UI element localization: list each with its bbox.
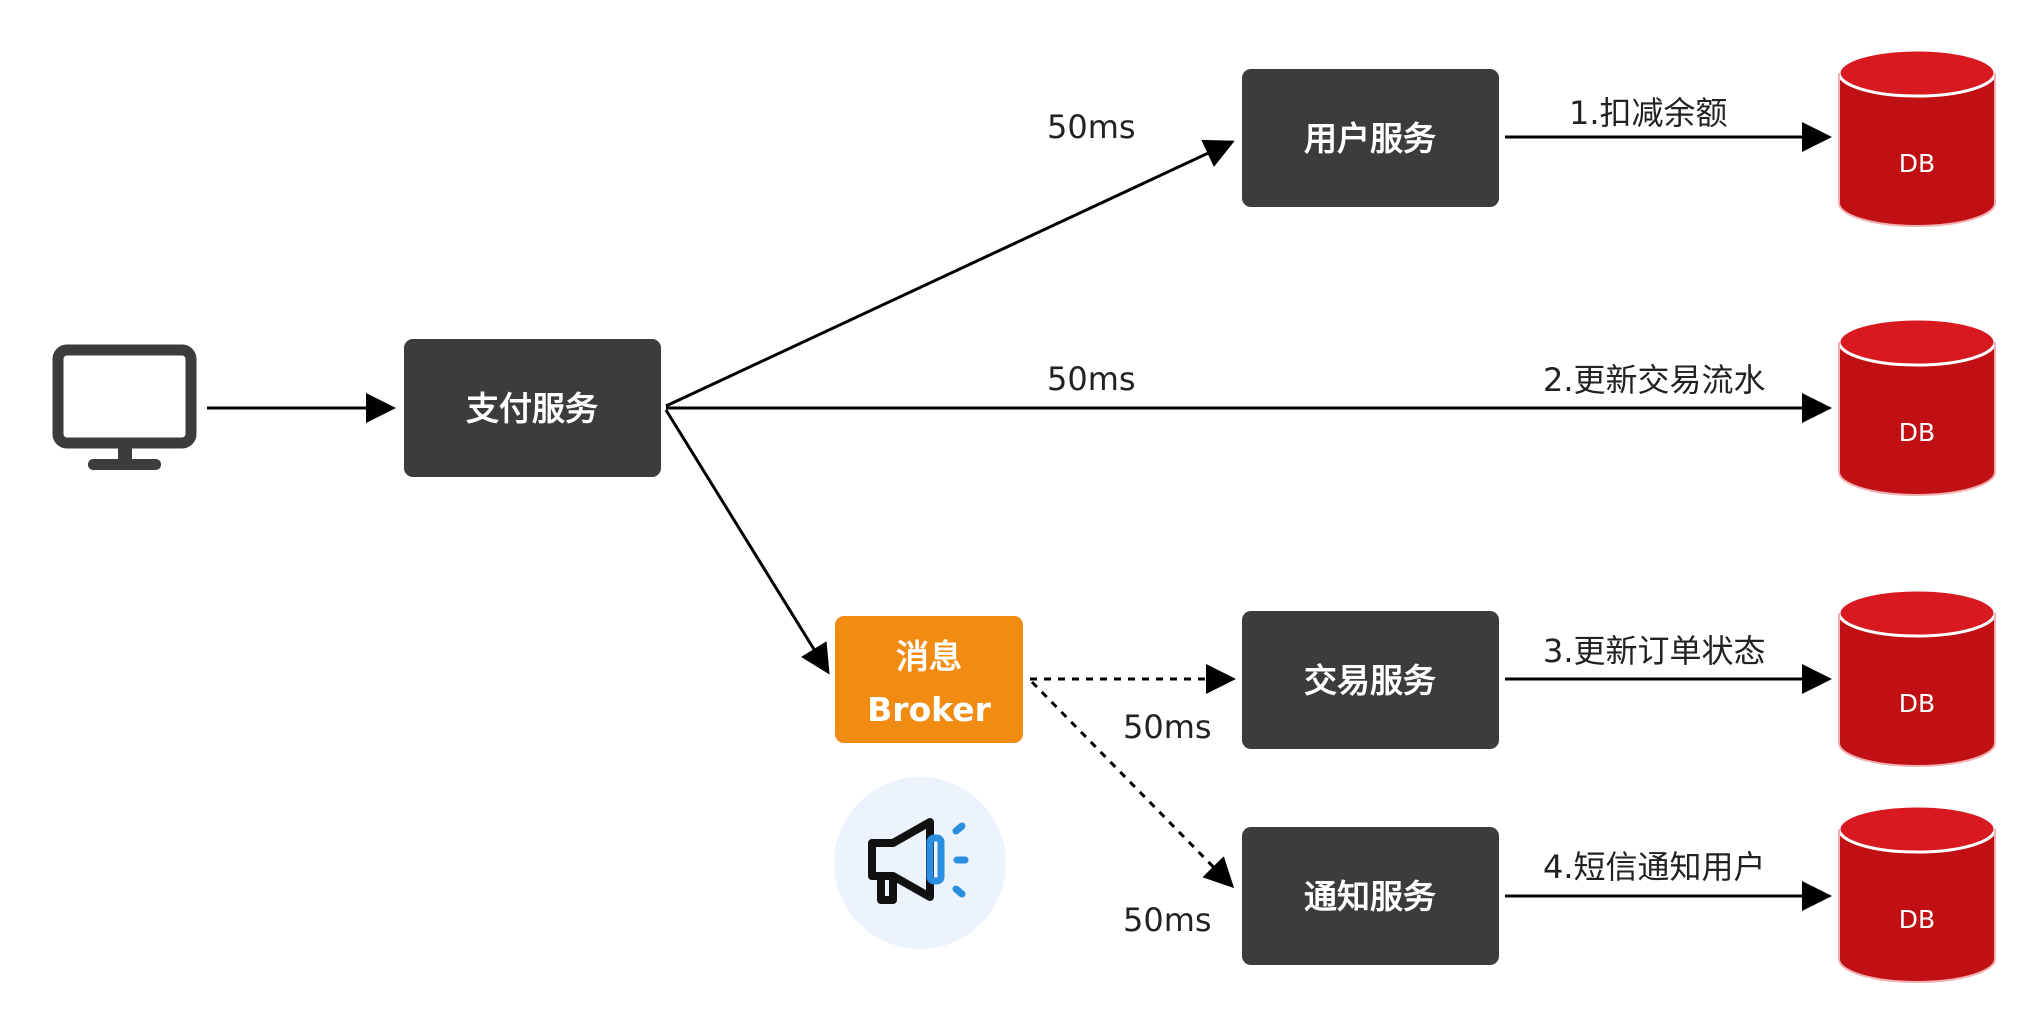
db-label: DB	[1899, 905, 1935, 934]
edge-payment-user	[665, 139, 1235, 408]
payment-service-label: 支付服务	[466, 389, 598, 428]
user-service-label: 用户服务	[1304, 119, 1436, 158]
latency-label-db2: 50ms	[1047, 360, 1136, 398]
step-label-2: 2.更新交易流水	[1543, 361, 1766, 399]
monitor-icon	[52, 344, 197, 470]
trade-service-label: 交易服务	[1304, 661, 1436, 700]
latency-label-trade: 50ms	[1123, 708, 1212, 746]
broker-node: 消息 Broker	[835, 616, 1023, 743]
edges	[207, 122, 1832, 911]
step-label-4: 4.短信通知用户	[1543, 848, 1766, 886]
notify-service-node: 通知服务	[1242, 827, 1499, 965]
edge-payment-broker	[664, 409, 830, 675]
database-4: DB	[1837, 804, 1997, 983]
latency-label-user: 50ms	[1047, 108, 1136, 146]
latency-label-notify: 50ms	[1123, 901, 1212, 939]
db-label: DB	[1899, 418, 1935, 447]
database-1: DB	[1837, 48, 1997, 227]
edge-broker-notify	[1030, 680, 1235, 889]
payment-service-node: 支付服务	[404, 339, 661, 477]
notify-service-label: 通知服务	[1304, 877, 1436, 916]
database-2: DB	[1837, 317, 1997, 496]
megaphone-icon	[834, 777, 1006, 949]
step-label-3: 3.更新订单状态	[1543, 632, 1766, 670]
user-service-node: 用户服务	[1242, 69, 1499, 207]
broker-label-line1: 消息	[896, 637, 962, 676]
database-3: DB	[1837, 588, 1997, 767]
db-label: DB	[1899, 149, 1935, 178]
db-label: DB	[1899, 689, 1935, 718]
trade-service-node: 交易服务	[1242, 611, 1499, 749]
step-label-1: 1.扣减余额	[1569, 94, 1728, 132]
broker-label-line2: Broker	[867, 690, 992, 729]
